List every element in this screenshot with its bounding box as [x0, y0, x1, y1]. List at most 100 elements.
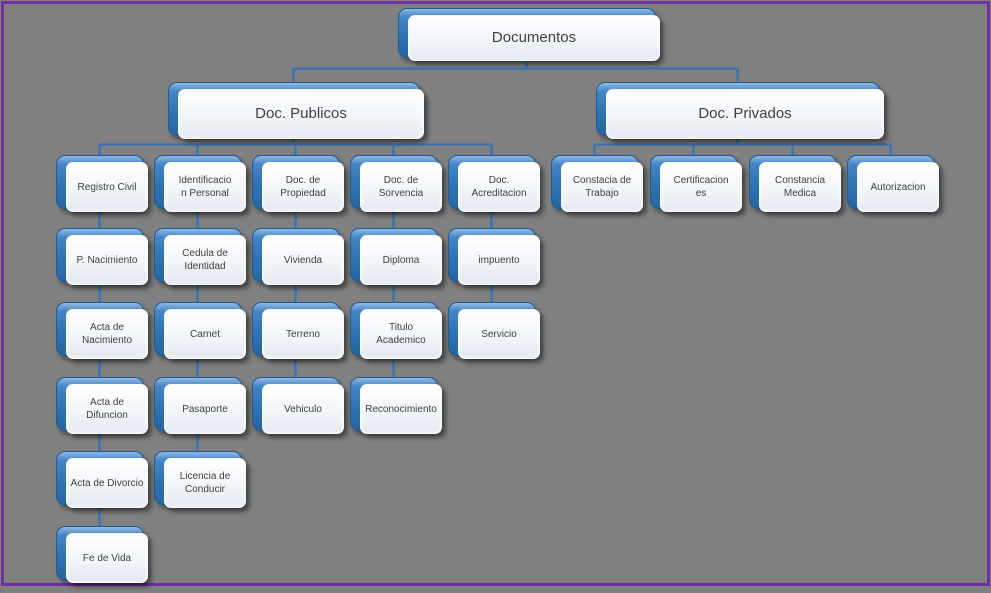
connector — [98, 429, 101, 455]
node-label: Vivienda — [283, 254, 323, 266]
node-acta-de-difuncion[interactable]: Acta de Difuncion — [56, 377, 148, 434]
node-vivienda[interactable]: Vivienda — [252, 228, 344, 285]
connector — [490, 280, 493, 306]
node-label: Acta de Nacimiento — [81, 322, 133, 346]
node-fe-de-vida[interactable]: Fe de Vida — [56, 526, 148, 583]
node-cedula-de-identidad[interactable]: Cedula de Identidad — [154, 228, 246, 285]
connector — [196, 206, 199, 232]
node-face: Pasaporte — [164, 384, 246, 434]
node-label: Servicio — [481, 328, 517, 340]
node-face: Doc. Publicos — [178, 89, 424, 139]
node-doc-de-sorvencia[interactable]: Doc. de Sorvencia — [350, 155, 442, 212]
node-face: Identificacio n Personal — [164, 162, 246, 212]
connector — [736, 132, 739, 146]
connector — [392, 355, 395, 381]
node-vehiculo[interactable]: Vehiculo — [252, 377, 344, 434]
node-label: Doc. de Sorvencia — [378, 175, 424, 199]
node-constancia-medica[interactable]: Constancia Medica — [749, 155, 841, 212]
node-doc-publicos[interactable]: Doc. Publicos — [168, 82, 424, 139]
node-label: Cedula de Identidad — [182, 248, 228, 272]
connector — [98, 355, 101, 381]
connector — [692, 143, 695, 159]
connector — [593, 143, 596, 159]
connector — [525, 54, 528, 70]
node-face: Vehiculo — [262, 384, 344, 434]
node-face: Doc. de Propiedad — [262, 162, 344, 212]
connector — [294, 206, 297, 232]
node-label: Constacia de Trabajo — [572, 175, 632, 199]
connector — [98, 503, 101, 529]
node-label: Terreno — [286, 328, 320, 340]
node-label: Reconocimiento — [365, 403, 437, 415]
node-face: Acta de Nacimiento — [66, 309, 148, 359]
node-face: Doc. Privados — [606, 89, 884, 139]
node-label: Carnet — [189, 328, 220, 340]
node-label: Doc. Privados — [698, 105, 792, 123]
node-doc-privados[interactable]: Doc. Privados — [596, 82, 884, 139]
node-identificacion-personal[interactable]: Identificacio n Personal — [154, 155, 246, 212]
node-face: Documentos — [408, 15, 660, 61]
connector — [292, 67, 295, 85]
connector — [292, 132, 295, 146]
node-label: Doc. Publicos — [255, 105, 347, 123]
node-titulo-academico[interactable]: Titulo Academico — [350, 302, 442, 359]
node-label: Diploma — [382, 254, 420, 266]
node-terreno[interactable]: Terreno — [252, 302, 344, 359]
connector — [392, 143, 395, 159]
node-label: Vehiculo — [284, 403, 322, 415]
connector — [294, 280, 297, 306]
node-documentos[interactable]: Documentos — [398, 8, 660, 61]
node-autorizacion[interactable]: Autorizacion — [847, 155, 939, 212]
node-face: impuento — [458, 235, 540, 285]
node-label: impuento — [478, 254, 520, 266]
connector — [889, 143, 892, 159]
node-constacia-de-trabajo[interactable]: Constacia de Trabajo — [551, 155, 643, 212]
node-carnet[interactable]: Carnet — [154, 302, 246, 359]
node-face: Autorizacion — [857, 162, 939, 212]
node-label: Licencia de Conducir — [179, 471, 231, 495]
node-face: Titulo Academico — [360, 309, 442, 359]
connector — [196, 429, 199, 455]
connector — [196, 280, 199, 306]
node-face: Doc. de Sorvencia — [360, 162, 442, 212]
node-diploma[interactable]: Diploma — [350, 228, 442, 285]
node-servicio[interactable]: Servicio — [448, 302, 540, 359]
node-face: Licencia de Conducir — [164, 458, 246, 508]
connector — [593, 143, 892, 146]
node-doc-acreditacion[interactable]: Doc. Acreditacion — [448, 155, 540, 212]
node-face: Registro Civil — [66, 162, 148, 212]
connector — [98, 206, 101, 232]
connector — [736, 67, 739, 85]
node-label: Documentos — [491, 29, 577, 47]
node-face: Vivienda — [262, 235, 344, 285]
connector — [392, 206, 395, 232]
node-face: P. Nacimiento — [66, 235, 148, 285]
connector — [294, 143, 297, 159]
node-licencia-de-conducir[interactable]: Licencia de Conducir — [154, 451, 246, 508]
node-acta-de-nacimiento[interactable]: Acta de Nacimiento — [56, 302, 148, 359]
node-label: Doc. Acreditacion — [471, 175, 527, 199]
node-acta-de-divorcio[interactable]: Acta de Divorcio — [56, 451, 148, 508]
node-label: Constancia Medica — [774, 175, 826, 199]
node-face: Fe de Vida — [66, 533, 148, 583]
node-label: Certificacion es — [673, 175, 729, 199]
node-face: Constancia Medica — [759, 162, 841, 212]
node-certificaciones[interactable]: Certificacion es — [650, 155, 742, 212]
node-face: Terreno — [262, 309, 344, 359]
node-label: Pasaporte — [182, 403, 228, 415]
node-label: Doc. de Propiedad — [280, 175, 326, 199]
node-label: Identificacio n Personal — [178, 175, 232, 199]
node-face: Acta de Divorcio — [66, 458, 148, 508]
node-reconocimiento[interactable]: Reconocimiento — [350, 377, 442, 434]
node-p-nacimiento[interactable]: P. Nacimiento — [56, 228, 148, 285]
connector — [98, 280, 101, 306]
node-impuento[interactable]: impuento — [448, 228, 540, 285]
connector — [196, 143, 199, 159]
node-label: Acta de Difuncion — [86, 397, 128, 421]
node-registro-civil[interactable]: Registro Civil — [56, 155, 148, 212]
node-pasaporte[interactable]: Pasaporte — [154, 377, 246, 434]
node-doc-de-propiedad[interactable]: Doc. de Propiedad — [252, 155, 344, 212]
node-label: Fe de Vida — [82, 552, 132, 564]
